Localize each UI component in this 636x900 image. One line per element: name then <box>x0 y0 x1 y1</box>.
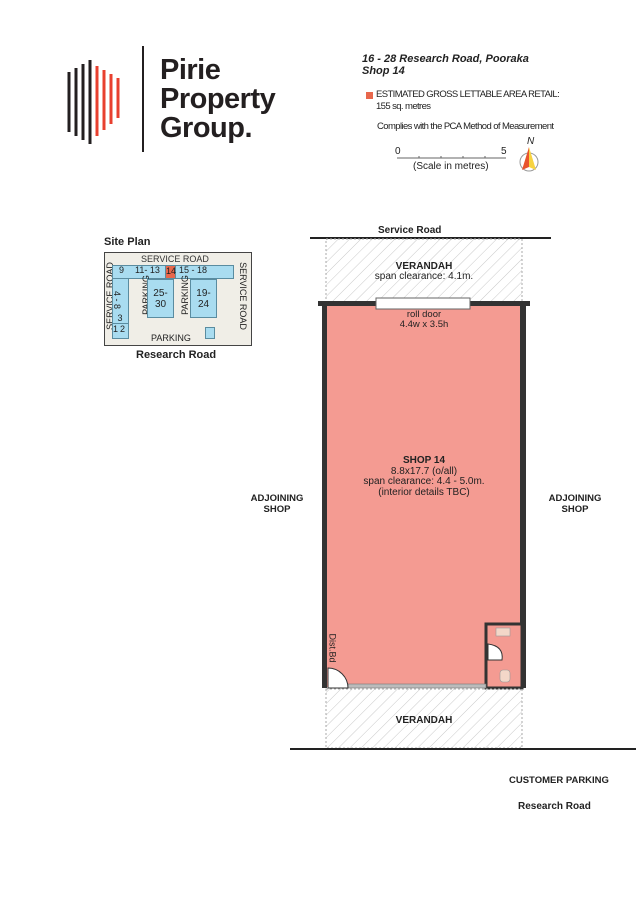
toilet-icon <box>499 669 511 683</box>
scale-end: 5 <box>501 146 507 157</box>
site-unit-15-18: 15 - 18 <box>179 265 208 275</box>
compliance-note: Complies with the PCA Method of Measurem… <box>377 121 554 132</box>
logo-wordmark: Pirie Property Group. <box>160 54 276 144</box>
site-plan-map: SERVICE ROAD SERVICE ROAD SERVICE ROAD 9… <box>104 252 252 346</box>
verandah-top-label: VERANDAH span clearance: 4.1m. <box>374 261 474 282</box>
site-unit-9: 9 <box>119 265 125 275</box>
customer-parking-label: CUSTOMER PARKING <box>509 775 609 786</box>
site-plan-road: Research Road <box>136 349 217 361</box>
site-unit-3: 3 <box>117 313 123 323</box>
roll-door <box>375 297 471 310</box>
site-plan-title: Site Plan <box>104 236 151 248</box>
scale-start: 0 <box>395 146 401 157</box>
site-small-building <box>205 327 215 339</box>
roll-door-label: roll door 4.4w x 3.5h <box>399 309 449 330</box>
scale-bar <box>397 156 506 159</box>
verandah-top-area <box>325 238 523 304</box>
site-unit-11-13: 11- 13 <box>135 265 160 275</box>
shopfront-glazing <box>347 683 487 689</box>
shop-14-label: SHOP 14 8.8x17.7 (o/all) span clearance:… <box>363 455 485 498</box>
research-road-label: Research Road <box>518 801 591 812</box>
right-wall <box>520 301 526 688</box>
scale-label: (Scale in metres) <box>413 161 489 172</box>
verandah-bottom-area <box>325 688 523 749</box>
site-service-road-top: SERVICE ROAD <box>141 254 209 264</box>
toilet-door-swing <box>487 643 503 661</box>
verandah-bottom-label: VERANDAH <box>395 715 453 726</box>
basin-icon <box>495 627 511 637</box>
site-unit-14-highlight: 14 <box>165 265 176 279</box>
entry-door-swing <box>327 667 349 689</box>
area-label: ESTIMATED GROSS LETTABLE AREA RETAIL: <box>376 89 560 100</box>
site-unit-19-24: 19-24 <box>190 279 217 318</box>
left-wall <box>322 301 327 688</box>
distribution-board-label: Dist.Bd <box>327 633 338 663</box>
area-value: 155 sq. metres <box>376 101 431 112</box>
north-label: N <box>527 136 535 147</box>
site-parking-3: PARKING <box>151 333 191 343</box>
service-road-label: Service Road <box>378 225 442 236</box>
pirie-logo-mark <box>67 46 144 152</box>
area-legend-swatch <box>366 92 373 99</box>
address-block: 16 - 28 Research Road, Pooraka Shop 14 <box>362 53 529 77</box>
north-arrow-icon <box>519 147 539 172</box>
site-unit-25-30: 25-30 <box>147 279 174 318</box>
